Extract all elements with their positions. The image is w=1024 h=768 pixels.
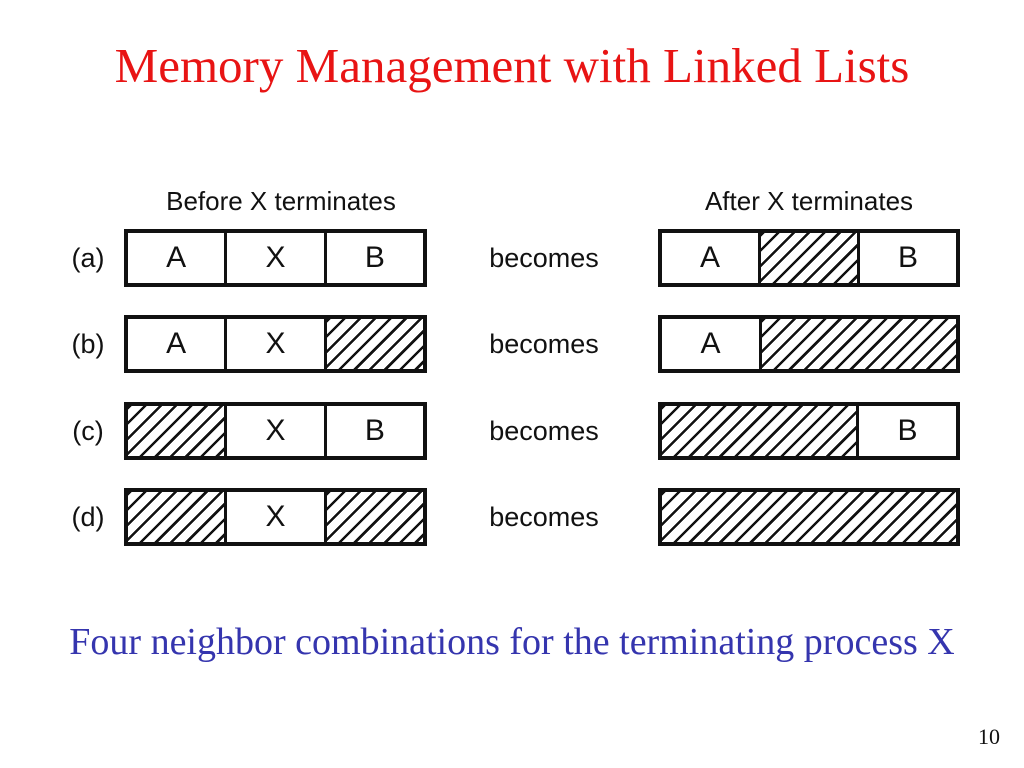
memory-process-cell: B <box>856 406 956 456</box>
memory-process-cell: A <box>699 241 720 274</box>
memory-process-cell: A <box>700 327 721 360</box>
before-column-header: Before X terminates <box>166 186 396 216</box>
memory-process-cell: X <box>224 319 323 369</box>
memory-hole-cell <box>662 492 956 542</box>
after-column-header: After X terminates <box>704 186 914 216</box>
memory-process-cell: B <box>857 233 956 283</box>
memory-hole-cell <box>662 406 856 456</box>
memory-process-cell: B <box>323 406 423 456</box>
memory-hole-cell <box>323 492 423 542</box>
page-number: 10 <box>978 724 1000 749</box>
memory-process-cell: B <box>323 233 423 283</box>
before-bar: X <box>124 488 427 546</box>
memory-hole-cell <box>128 492 225 542</box>
becomes-label: becomes <box>489 415 599 446</box>
slide-title: Memory Management with Linked Lists <box>114 38 910 93</box>
memory-process-cell: X <box>224 233 323 283</box>
becomes-label: becomes <box>489 501 599 532</box>
row-label: (a) <box>71 242 105 273</box>
becomes-label: becomes <box>489 328 599 359</box>
after-bar: A <box>658 315 960 373</box>
after-bar: B <box>658 402 960 460</box>
memory-hole-cell <box>323 319 423 369</box>
after-bar <box>658 488 960 546</box>
memory-process-cell: X <box>224 406 323 456</box>
memory-process-cell: X <box>224 492 323 542</box>
row-label: (c) <box>72 415 104 446</box>
memory-hole-cell <box>758 233 857 283</box>
memory-process-cell: A <box>166 327 187 360</box>
memory-hole-cell <box>128 406 225 456</box>
row-label: (d) <box>71 501 105 532</box>
memory-process-cell: A <box>166 241 187 274</box>
slide-caption: Four neighbor combinations for the termi… <box>69 621 955 663</box>
memory-hole-cell <box>759 319 956 369</box>
becomes-label: becomes <box>489 242 599 273</box>
row-label: (b) <box>71 328 105 359</box>
